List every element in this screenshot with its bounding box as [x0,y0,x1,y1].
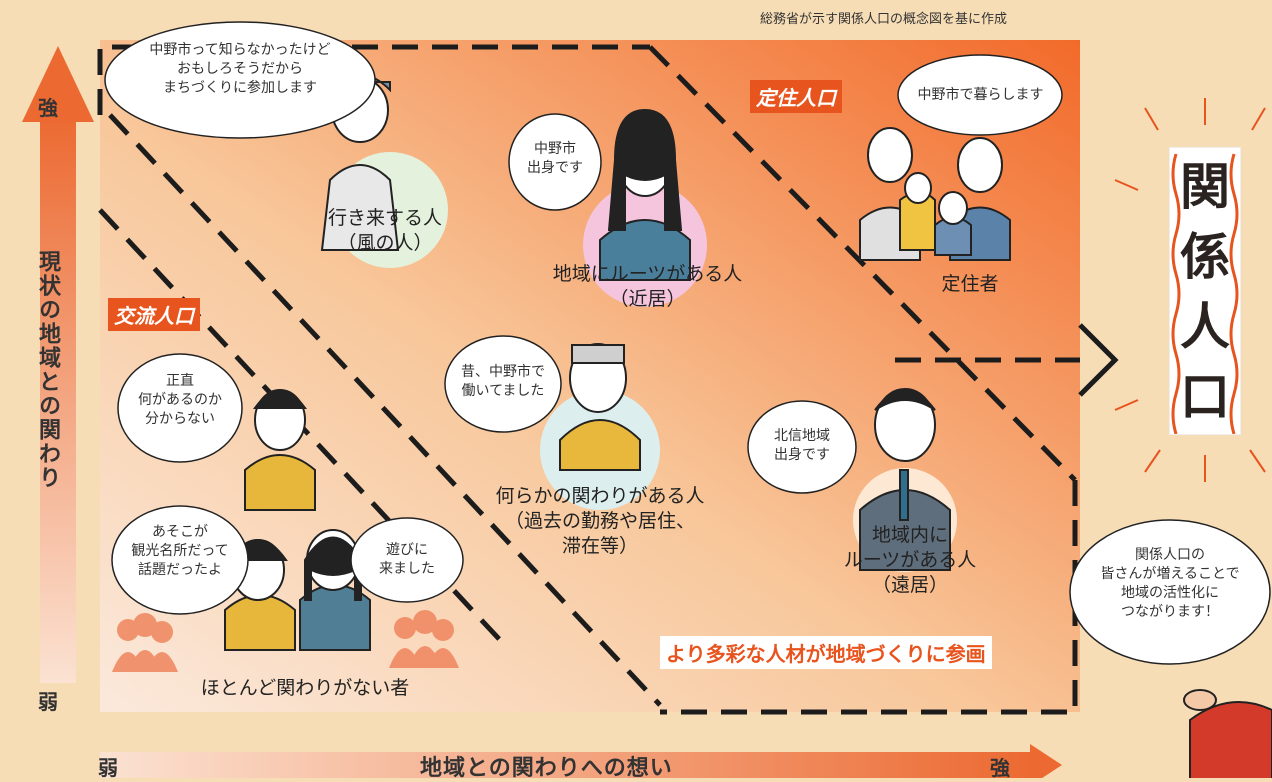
group-label-roots-far: 地域内に ルーツがある人 （遠居） [843,524,977,597]
dash-diagonal-2 [648,45,1077,482]
sign-wavy-border [1171,153,1239,434]
speech-wind: 中野市って知らなかったけど おもしろそうだから まちづくりに参加します [149,42,331,96]
bubble-far [747,400,857,494]
bubble-settler [897,54,1063,136]
bubble-presenter [1069,519,1271,665]
zone-tag-koryu: 交流人口 [108,298,200,331]
speech-presenter: 関係人口の 皆さんが増えることで 地域の活性化に つながります！ [1100,547,1240,620]
x-axis-weak-label: 弱 [98,756,118,780]
y-axis-arrowhead [22,46,94,122]
sign-text: 関 係 人 口 [1180,157,1230,426]
x-axis-title: 地域との関わりへの想い [420,756,673,781]
dash-diagonal-1 [108,113,662,707]
y-axis-arrow [40,118,76,683]
group-label-past: 何らかの関わりがある人 （過去の勤務や居住、 滞在等） [495,485,705,558]
y-axis-weak-label: 弱 [38,690,58,714]
sign-relationship-population: 関 係 人 口 [1170,148,1240,434]
speech-near: 中野市 出身です [527,141,583,176]
group-label-roots-near: 地域にルーツがある人 （近居） [552,263,743,311]
y-axis-strong-label: 強 [38,96,58,120]
near-person-figure [599,108,691,281]
bubble-honest [117,353,243,463]
y-axis-title: 現状の地域との関わり [35,250,60,490]
speech-settler: 中野市で暮らします [917,87,1044,103]
presenter-figure [1183,689,1272,778]
highlight-banner: より多彩な人材が地域づくりに参画 [660,636,992,669]
source-note: 総務省が示す関係人口の概念図を基に作成 [760,12,1008,27]
x-axis-arrow [100,752,1030,778]
speech-tourist: あそこが 観光名所だって 話題だったよ [131,524,229,578]
sign-arrow-chevron [1078,323,1119,397]
past-person-figure [559,343,641,471]
zone-tag-teiju: 定住人口 [750,80,842,113]
crowd-icon-right [389,610,459,668]
bubble-tourist [111,505,249,615]
bubble-wind [104,21,376,139]
far-person-figure [859,388,951,571]
bubble-play [350,517,464,603]
x-axis-arrowhead [1030,744,1062,778]
settler-family-figure [859,127,1011,261]
speech-past: 昔、中野市で 働いてました [461,364,545,399]
crowd-icon-left [112,613,178,672]
x-axis-strong-label: 強 [990,756,1010,780]
honest-person-figure [244,389,316,511]
speech-play: 遊びに 来ました [379,542,435,577]
speech-honest: 正直 何があるのか 分からない [138,373,222,427]
dash-upper-left [97,44,650,115]
bubble-past [444,335,562,433]
bubble-near [508,113,602,211]
speech-far: 北信地域 出身です [774,428,830,463]
group-label-none: ほとんど関わりがない者 [200,677,410,699]
group-label-wind: 行き来する人 （風の人） [327,207,442,255]
group-label-settler: 定住者 [941,273,999,295]
